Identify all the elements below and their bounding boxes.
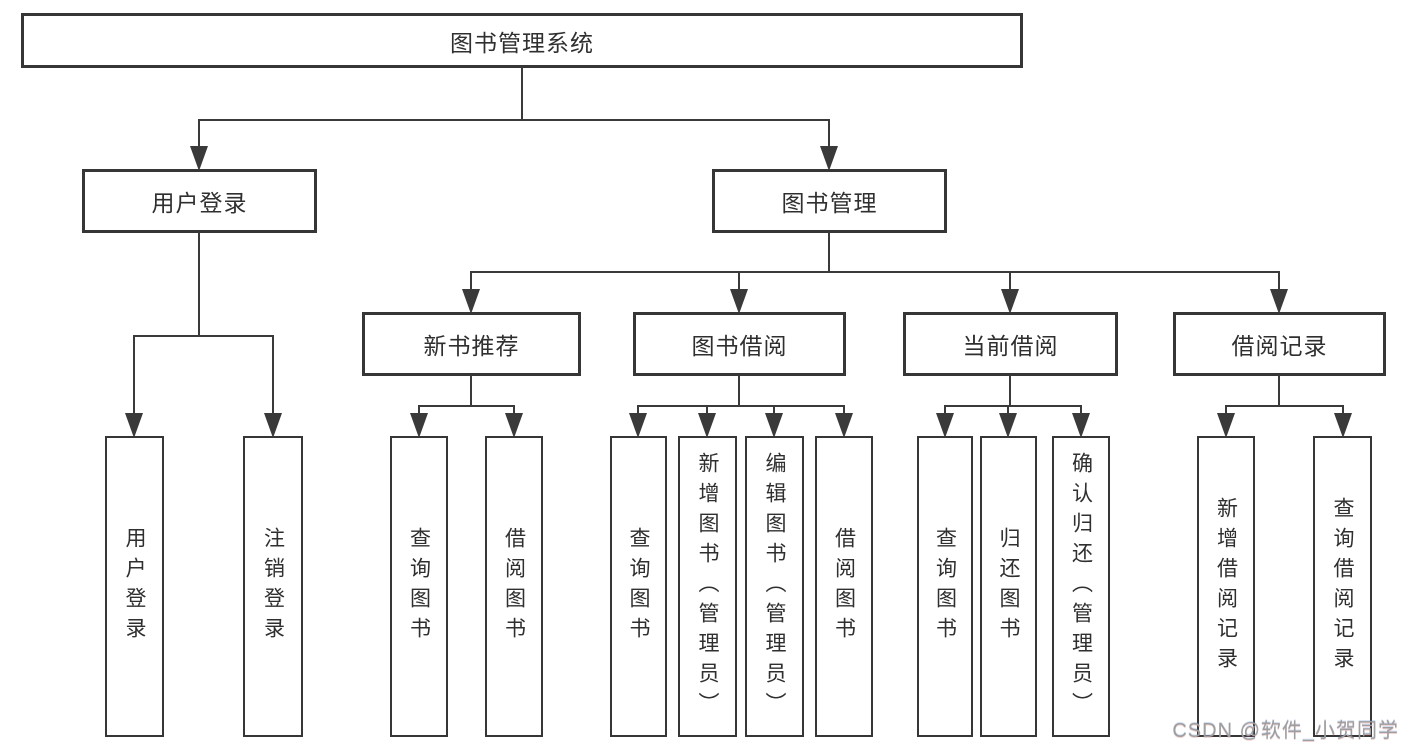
node-library-system: 图书管理系统 xyxy=(21,13,1023,68)
connector-drop xyxy=(1080,405,1082,417)
connector-drop xyxy=(1342,405,1344,417)
connector-branch xyxy=(198,119,830,121)
arrowhead-down-icon xyxy=(264,413,282,438)
arrowhead-down-icon xyxy=(820,146,838,171)
connector-drop xyxy=(773,405,775,417)
connector-stem xyxy=(1009,375,1011,407)
connector-branch xyxy=(418,405,515,407)
connector-drop xyxy=(706,405,708,417)
connector-drop xyxy=(1278,271,1280,293)
arrowhead-down-icon xyxy=(999,413,1017,438)
node-leaf-borrow-book-1: 借阅图书 xyxy=(485,436,543,737)
node-leaf-borrow-book-2: 借阅图书 xyxy=(815,436,873,737)
connector-drop xyxy=(133,335,135,417)
connector-drop xyxy=(1009,271,1011,293)
arrowhead-down-icon xyxy=(410,413,428,438)
node-leaf-confirm-return-admin: 确认归还（管理员） xyxy=(1052,436,1110,737)
connector-branch xyxy=(637,405,845,407)
connector-drop xyxy=(738,271,740,293)
connector-drop xyxy=(828,119,830,150)
arrowhead-down-icon xyxy=(629,413,647,438)
connector-stem xyxy=(1278,375,1280,407)
arrowhead-down-icon xyxy=(730,289,748,314)
connector-stem xyxy=(828,232,830,273)
connector-drop xyxy=(843,405,845,417)
arrowhead-down-icon xyxy=(1217,413,1235,438)
connector-drop xyxy=(418,405,420,417)
arrowhead-down-icon xyxy=(190,146,208,171)
connector-branch xyxy=(944,405,1082,407)
connector-stem xyxy=(738,375,740,407)
connector-stem xyxy=(198,232,200,337)
connector-branch xyxy=(1225,405,1344,407)
node-leaf-query-book-3: 查询图书 xyxy=(917,436,973,737)
node-leaf-query-book-1: 查询图书 xyxy=(390,436,448,737)
node-leaf-user-login: 用户登录 xyxy=(105,436,164,737)
arrowhead-down-icon xyxy=(936,413,954,438)
arrowhead-down-icon xyxy=(1001,289,1019,314)
connector-drop xyxy=(272,335,274,417)
node-new-book-recommend: 新书推荐 xyxy=(362,312,581,376)
connector-drop xyxy=(1225,405,1227,417)
arrowhead-down-icon xyxy=(125,413,143,438)
arrowhead-down-icon xyxy=(835,413,853,438)
node-current-borrowing: 当前借阅 xyxy=(903,312,1118,376)
node-leaf-add-borrow-record: 新增借阅记录 xyxy=(1197,436,1255,737)
arrowhead-down-icon xyxy=(765,413,783,438)
node-book-management: 图书管理 xyxy=(712,169,947,233)
connector-drop xyxy=(513,405,515,417)
node-leaf-logout: 注销登录 xyxy=(243,436,303,737)
arrowhead-down-icon xyxy=(505,413,523,438)
arrowhead-down-icon xyxy=(1072,413,1090,438)
connector-drop xyxy=(944,405,946,417)
node-leaf-edit-book-admin: 编辑图书（管理员） xyxy=(745,436,804,737)
node-leaf-query-borrow-record: 查询借阅记录 xyxy=(1313,436,1372,737)
connector-stem xyxy=(470,375,472,407)
connector-branch xyxy=(470,271,1280,273)
arrowhead-down-icon xyxy=(698,413,716,438)
connector-drop xyxy=(1007,405,1009,417)
csdn-watermark: CSDN @软件_小贺同学 xyxy=(1172,720,1399,742)
connector-drop xyxy=(637,405,639,417)
arrowhead-down-icon xyxy=(1270,289,1288,314)
node-leaf-add-book-admin: 新增图书（管理员） xyxy=(678,436,737,737)
arrowhead-down-icon xyxy=(1334,413,1352,438)
node-leaf-return-book: 归还图书 xyxy=(980,436,1037,737)
connector-drop xyxy=(198,119,200,150)
node-borrowing-records: 借阅记录 xyxy=(1173,312,1386,376)
node-user-login: 用户登录 xyxy=(82,169,317,233)
connector-drop xyxy=(470,271,472,293)
connector-branch xyxy=(133,335,274,337)
connector-stem xyxy=(521,67,523,121)
node-leaf-query-book-2: 查询图书 xyxy=(610,436,667,737)
arrowhead-down-icon xyxy=(462,289,480,314)
node-book-borrowing: 图书借阅 xyxy=(633,312,846,376)
